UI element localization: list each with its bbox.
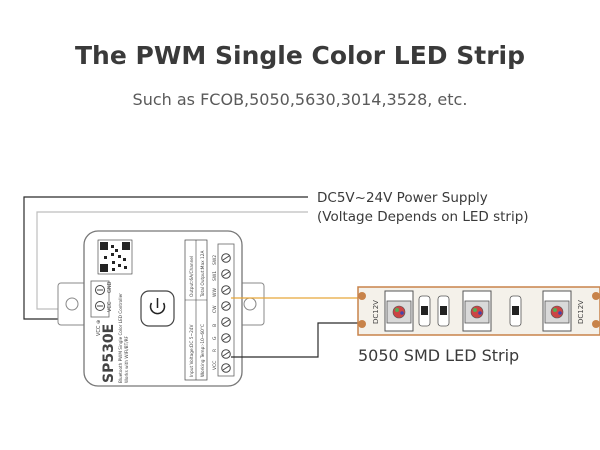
spec-table [184,239,208,381]
spec-input-voltage: Input Voltage:DC 5~24V [189,324,195,377]
input-terminal-block [90,280,110,318]
terminal-label-gnd: GND [107,281,113,293]
resistor-1 [418,295,431,327]
terminal-label-ww: WW [212,288,218,297]
page-title: The PWM Single Color LED Strip [75,41,525,70]
qr-code [97,239,133,275]
controller-model: SP530E [101,324,117,383]
power-wire-gray [36,211,308,310]
spec-output: Output:6A/Channel [189,256,195,297]
page-subtitle: Such as FCOB,5050,5630,3014,3528, etc. [132,90,468,109]
power-wire-dark [23,196,308,320]
terminal-label-b: B [212,324,218,327]
output-wire-dark [231,322,358,358]
strip-label-left: DC12V [372,300,380,324]
led-strip-label: 5050 SMD LED Strip [358,346,520,365]
controller-unit: GND VCC VCC ⊕ SP530E Bluetooth PWM Singl… [57,230,265,387]
terminal-label-r: R [212,349,218,352]
controller-vcc-mark: VCC ⊕ [96,320,102,336]
terminal-label-vcc: VCC [107,301,113,312]
resistor-2 [437,295,450,327]
strip-label-right: DC12V [577,300,585,324]
resistor-3 [509,295,522,327]
spec-total-output: Total Output:Max 12A [200,251,206,298]
output-terminal-block [217,243,235,377]
terminal-label-cw: CW [212,305,218,313]
terminal-label-vcc-out: VCC [212,361,218,370]
terminal-label-sw1: SW1 [212,271,218,281]
terminal-label-sw2: SW2 [212,255,218,265]
led-chip-3 [542,290,572,332]
spec-working-temp: Working Temp:-10~60°C [200,324,206,377]
controller-description: Bluetooth PWM Single Color LED Controlle… [118,293,123,383]
led-chip-2 [462,290,492,332]
power-supply-note: (Voltage Depends on LED strip) [317,209,529,225]
controller-works-with: Works with WIFI/BT/RF [124,335,129,383]
power-supply-label: DC5V~24V Power Supply [317,190,488,206]
power-button-icon [140,290,175,327]
terminal-label-g: G [212,336,218,340]
led-chip-1 [384,290,414,332]
led-strip: DC12V DC12V [357,286,600,336]
